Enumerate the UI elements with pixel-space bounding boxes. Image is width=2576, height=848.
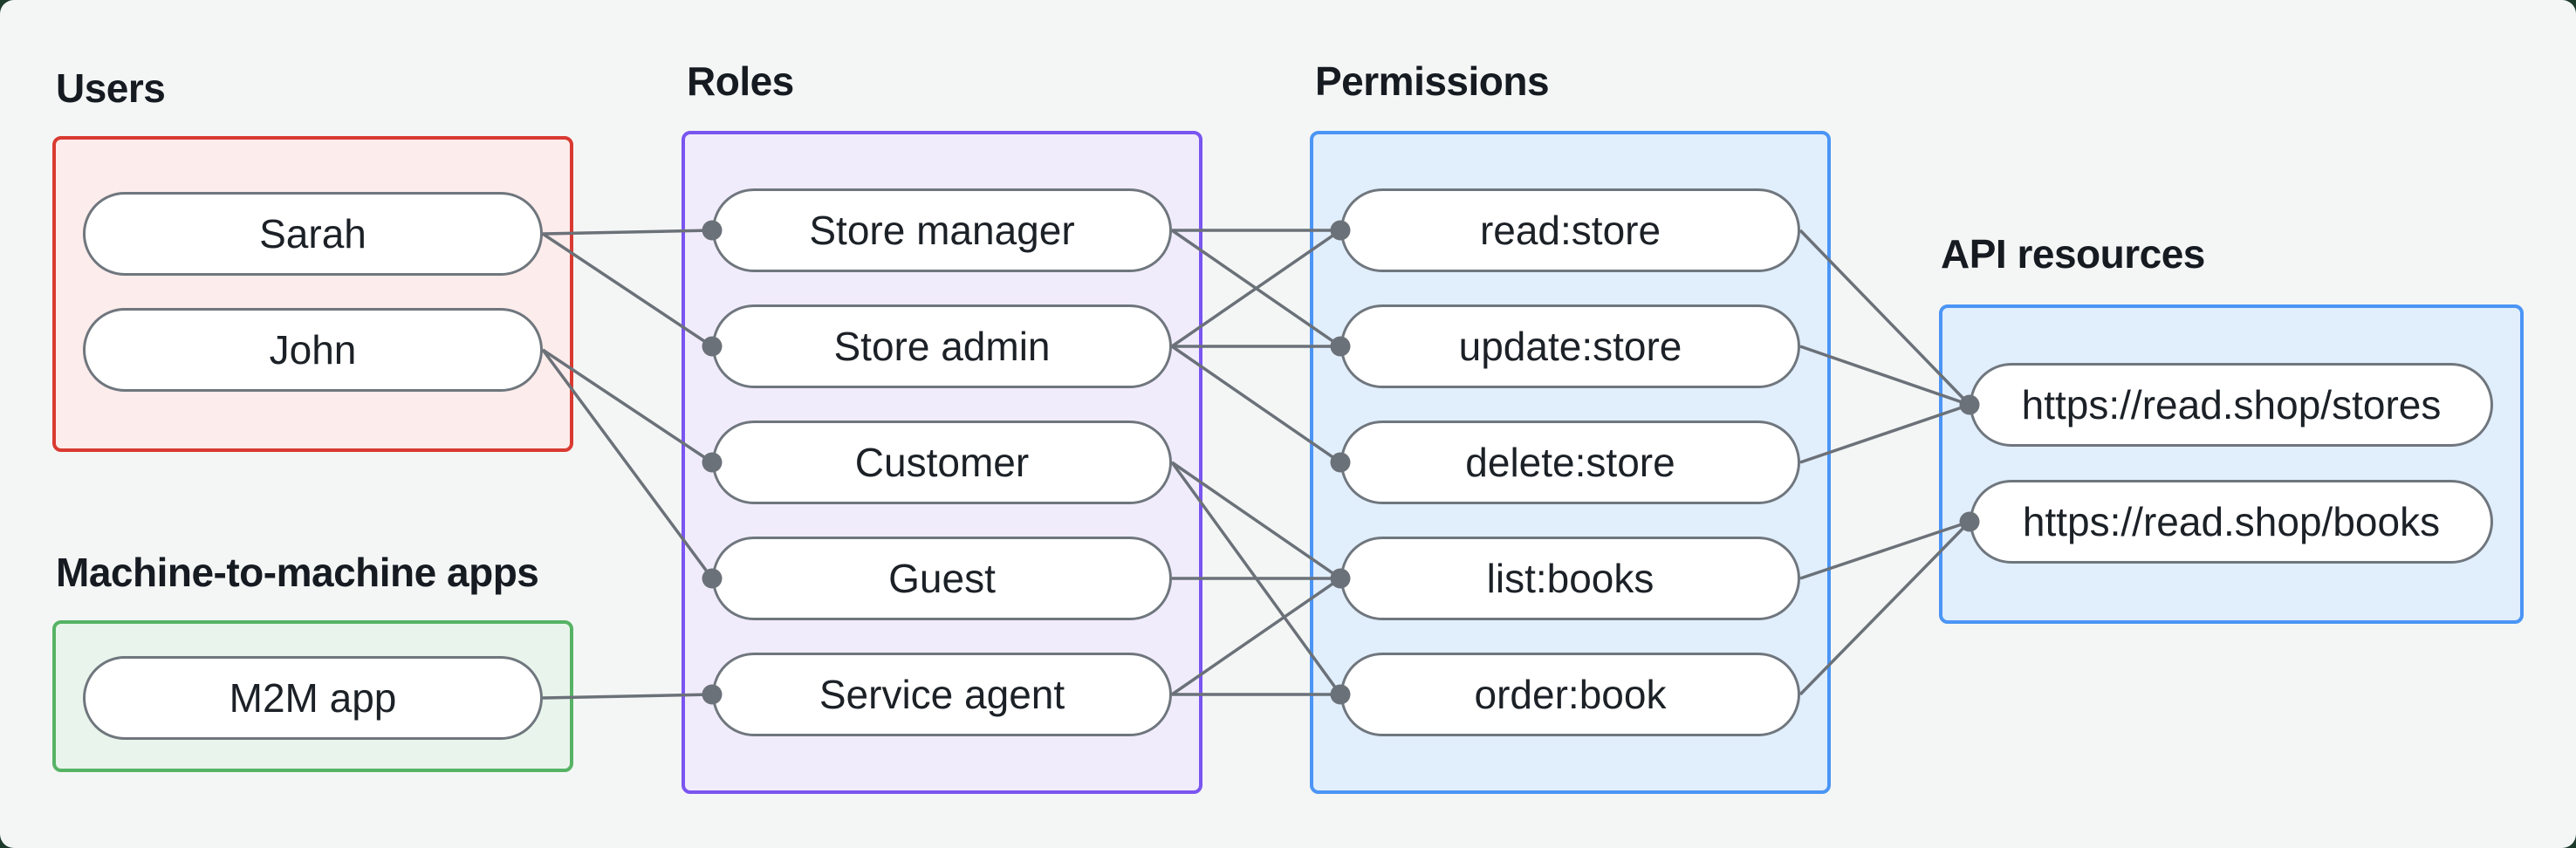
node-update-store: update:store — [1340, 304, 1800, 388]
group-users-box — [52, 136, 573, 452]
node-guest: Guest — [712, 537, 1172, 620]
group-roles-label: Roles — [687, 58, 794, 104]
group-users-label: Users — [56, 65, 166, 111]
group-m2m-apps-label: Machine-to-machine apps — [56, 550, 539, 595]
node-service-agent: Service agent — [712, 653, 1172, 736]
node-john: John — [83, 308, 543, 392]
node-store-manager: Store manager — [712, 188, 1172, 272]
node-sarah: Sarah — [83, 192, 543, 276]
group-api-resources-box — [1939, 304, 2524, 624]
node-customer: Customer — [712, 421, 1172, 504]
node-books-api: https://read.shop/books — [1970, 480, 2493, 564]
group-api-resources-label: API resources — [1941, 231, 2205, 277]
node-order-book: order:book — [1340, 653, 1800, 736]
node-list-books: list:books — [1340, 537, 1800, 620]
node-stores-api: https://read.shop/stores — [1970, 363, 2493, 447]
node-store-admin: Store admin — [712, 304, 1172, 388]
group-permissions-label: Permissions — [1315, 58, 1550, 104]
node-m2m-app: M2M app — [83, 656, 543, 740]
node-read-store: read:store — [1340, 188, 1800, 272]
node-delete-store: delete:store — [1340, 421, 1800, 504]
